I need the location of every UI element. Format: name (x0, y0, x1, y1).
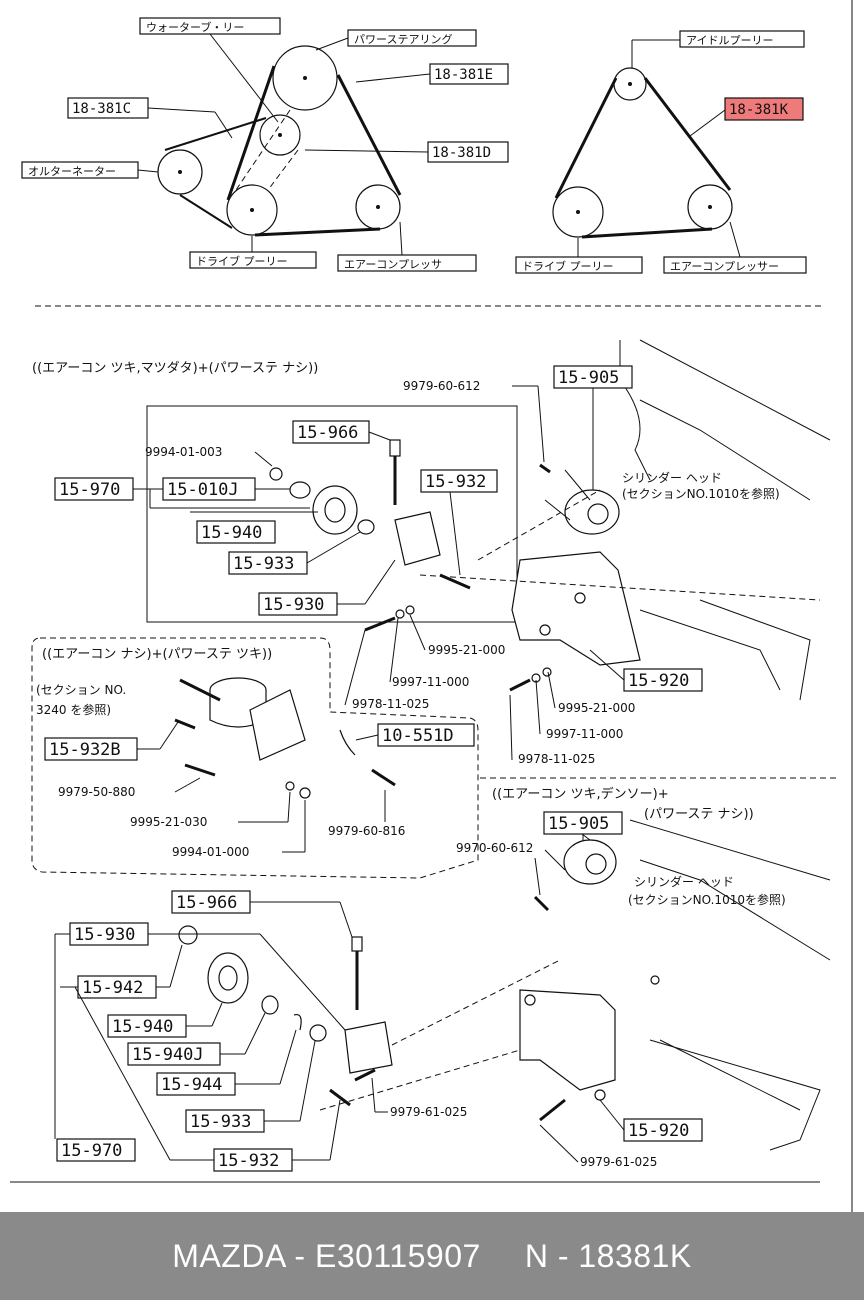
number-9979-61-025-a: 9979-61-025 (390, 1105, 467, 1119)
section-3-caption-2: (パワーステ ナシ)) (644, 807, 754, 822)
number-9995-21-000-a: 9995-21-000 (428, 643, 505, 657)
part-10-551d: 10-551D (382, 726, 454, 746)
bracket-15-930 (394, 511, 441, 566)
section-1-caption: ((エアーコン ツキ,マツダタ)+(パワーステ ナシ)) (32, 361, 318, 376)
part-15-970-b: 15-970 (61, 1141, 122, 1161)
number-9997-11-000-b: 9997-11-000 (546, 727, 623, 741)
belt-18-381d (235, 109, 299, 191)
number-9978-11-025-a: 9978-11-025 (352, 697, 429, 711)
number-9979-60-816: 9979-60-816 (328, 824, 405, 838)
number-9979-50-880: 9979-50-880 (58, 785, 135, 799)
number-9978-11-025-b: 9978-11-025 (518, 752, 595, 766)
section-ref-note-2: (セクションNO.1010を参照) (628, 892, 786, 907)
part-15-944: 15-944 (161, 1075, 222, 1095)
code-18-381c: 18-381C (72, 101, 131, 117)
idle-pulley-label: アイドルプーリー (686, 34, 773, 47)
part-15-930-b: 15-930 (74, 925, 135, 945)
section-2-note-1: (セクション NO. (36, 683, 126, 697)
section-2-caption: ((エアーコン ナシ)+(パワーステ ツキ)) (42, 647, 272, 662)
assembly-outline (146, 405, 518, 623)
number-9979-60-612: 9979-60-612 (403, 379, 480, 393)
highlight-box (724, 97, 804, 121)
part-15-010j: 15-010J (167, 480, 239, 500)
parts-diagram: ウォーターブ・リー パワーステアリング 18-381E 18-381C 18-3… (10, 0, 853, 1212)
section-2-outline (31, 637, 479, 879)
part-reference: N - 18381K (524, 1237, 692, 1274)
cylinder-head-note-1: シリンダー ヘッド (622, 470, 722, 485)
part-15-932b: 15-932B (49, 740, 121, 760)
belt-diagram-left: ウォーターブ・リー パワーステアリング 18-381E 18-381C 18-3… (21, 17, 509, 272)
bracket-15-932b (249, 689, 306, 761)
part-15-920-a: 15-920 (628, 671, 689, 691)
part-15-940-a: 15-940 (201, 523, 262, 543)
cylinder-head-note-2: シリンダー ヘッド (634, 874, 734, 889)
part-15-920-b: 15-920 (628, 1121, 689, 1141)
part-15-966-b: 15-966 (176, 893, 237, 913)
section-2-note-2: 3240 を参照) (36, 702, 111, 717)
part-15-970-a: 15-970 (59, 480, 120, 500)
belt-diagram-right: アイドルプーリー 18-381K ドライブ プーリー エアーコンプレッサー (515, 30, 807, 274)
footer-bar: MAZDA - E30115907 N - 18381K (0, 1212, 864, 1300)
part-15-905-b: 15-905 (548, 814, 609, 834)
part-15-930-a: 15-930 (263, 595, 324, 615)
belt-18-381k (554, 77, 732, 239)
part-15-942: 15-942 (82, 978, 143, 998)
part-15-940j: 15-940J (132, 1045, 204, 1065)
section-ref-note-1: (セクションNO.1010を参照) (622, 486, 780, 501)
number-9995-21-000-b: 9995-21-000 (558, 701, 635, 715)
air-compressor-label-right: エアーコンプレッサー (670, 260, 779, 273)
part-15-933-a: 15-933 (233, 554, 294, 574)
number-9970-60-612: 9970-60-612 (456, 841, 533, 855)
section-2-diagram: ((エアーコン ナシ)+(パワーステ ツキ)) (セクション NO. 3240 … (31, 637, 479, 879)
code-18-381d: 18-381D (432, 145, 491, 161)
bracket-15-920 (511, 551, 641, 666)
brand-reference: MAZDA - E30115907 (172, 1237, 481, 1274)
alternator-label: オルターネーター (28, 165, 116, 178)
part-15-932-b: 15-932 (218, 1151, 279, 1171)
water-pump-label: ウォーターブ・リー (146, 20, 244, 34)
part-15-932-a: 15-932 (425, 472, 486, 492)
number-9994-01-003: 9994-01-003 (145, 445, 222, 459)
drive-pulley-label-left: ドライブ プーリー (196, 254, 288, 268)
bracket-15-920-b (519, 989, 616, 1091)
drive-pulley-label-right: ドライブ プーリー (522, 259, 614, 273)
part-15-966-a: 15-966 (297, 423, 358, 443)
air-compressor-label-left: エアーコンプレッサ (344, 258, 442, 271)
part-15-933-b: 15-933 (190, 1112, 251, 1132)
belt-18-381e (226, 65, 402, 237)
belt-18-381c (164, 117, 267, 229)
number-9995-21-030: 9995-21-030 (130, 815, 207, 829)
number-9979-61-025-b: 9979-61-025 (580, 1155, 657, 1169)
section-3-diagram: ((エアーコン ツキ,デンソー)+ (パワーステ ナシ)) 15-905 (54, 786, 831, 1172)
number-9994-01-000: 9994-01-000 (172, 845, 249, 859)
section-3-caption-1: ((エアーコン ツキ,デンソー)+ (492, 786, 669, 802)
code-18-381k: 18-381K (729, 102, 789, 118)
part-15-905-a: 15-905 (558, 368, 619, 388)
power-steering-label: パワーステアリング (354, 32, 452, 46)
bracket-15-930-b (344, 1021, 393, 1074)
section-1-diagram: ((エアーコン ツキ,マツダタ)+(パワーステ ナシ)) (32, 339, 831, 766)
code-18-381e: 18-381E (434, 67, 493, 83)
part-15-940-b: 15-940 (112, 1017, 173, 1037)
number-9997-11-000-a: 9997-11-000 (392, 675, 469, 689)
